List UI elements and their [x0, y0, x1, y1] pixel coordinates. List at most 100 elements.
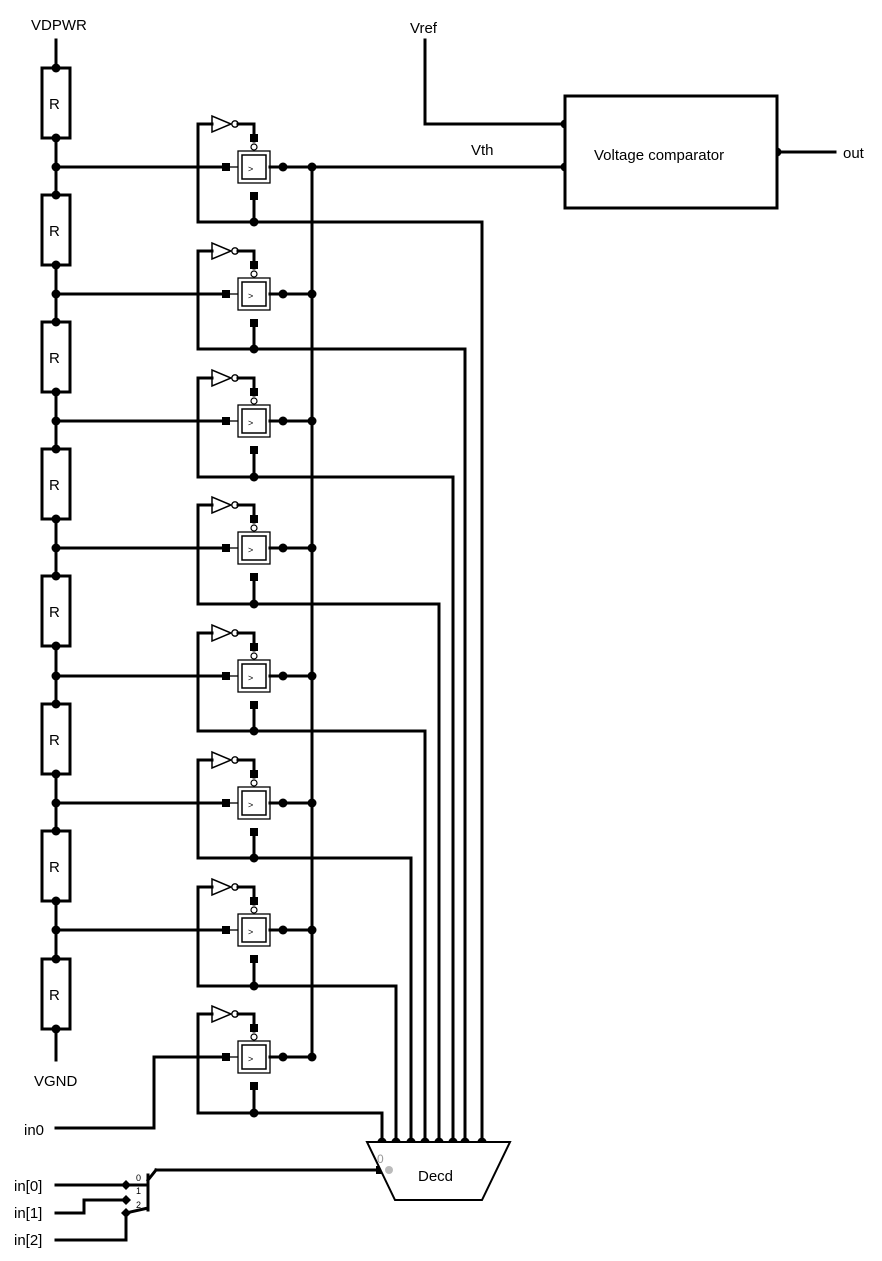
- resistor-label: R: [49, 477, 60, 494]
- inverter-triangle: [211, 750, 233, 770]
- out-label: out: [843, 145, 865, 162]
- vgnd-label: VGND: [34, 1073, 78, 1090]
- gate-output-node: [278, 162, 288, 172]
- wire-nets: [54, 38, 837, 1242]
- resistor-label: R: [49, 223, 60, 240]
- inverter-triangle: [211, 495, 233, 515]
- resistor-terminal: [51, 514, 61, 524]
- gate-output-node: [278, 671, 288, 681]
- select-line: [252, 1111, 384, 1144]
- gate-output-node: [278, 416, 288, 426]
- in-bit2-wire: [54, 1211, 128, 1242]
- transmission-gate-body: [241, 535, 267, 561]
- resistor: R: [40, 571, 72, 651]
- control-loop: [196, 758, 256, 860]
- resistor-terminal: [51, 1024, 61, 1034]
- transmission-gate-body: [241, 154, 267, 180]
- gate-pin-top: [250, 134, 258, 142]
- gate-bubble: [250, 779, 258, 787]
- in0-label: in0: [24, 1122, 44, 1139]
- resistor-terminal: [51, 571, 61, 581]
- vref-net: [423, 38, 567, 126]
- resistor-terminal: [51, 133, 61, 143]
- resistor-terminal: [51, 190, 61, 200]
- in-bit1-wire: [82, 1198, 128, 1215]
- inverter-triangle: [211, 114, 233, 134]
- resistor-label: R: [49, 350, 60, 367]
- resistor-label: R: [49, 987, 60, 1004]
- comparator-label: Voltage comparator: [594, 147, 724, 164]
- bus-tap-1: [121, 1195, 131, 1205]
- gate-output-node: [278, 925, 288, 935]
- inverter-triangle: [211, 368, 233, 388]
- resistor-terminal: [51, 769, 61, 779]
- control-loop: [196, 122, 256, 224]
- gate-bubble: [250, 906, 258, 914]
- gate-output-node: [278, 289, 288, 299]
- decoder: Decd 0: [365, 1141, 512, 1201]
- select-line: [252, 729, 427, 1144]
- gate-pin-top: [250, 897, 258, 905]
- gate-bubble: [250, 652, 258, 660]
- control-loop: [196, 249, 256, 351]
- control-loop: [196, 503, 256, 606]
- resistor-terminal: [51, 954, 61, 964]
- transmission-gate-array: >>>>>>>>: [51, 114, 487, 1147]
- resistor-body: [40, 829, 72, 903]
- transmission-gate-symbol: >: [248, 927, 253, 937]
- gate-pin-bottom: [250, 701, 258, 709]
- control-loop: [196, 376, 256, 479]
- resistor-terminal: [51, 444, 61, 454]
- resistor-terminal: [51, 896, 61, 906]
- resistor: R: [40, 317, 72, 397]
- switch-cell: >: [51, 495, 444, 1147]
- transmission-gate-symbol: >: [248, 673, 253, 683]
- resistor: R: [40, 826, 72, 906]
- transmission-gate-symbol: >: [248, 1054, 253, 1064]
- transmission-gate-symbol: >: [248, 545, 253, 555]
- tap-node: [51, 162, 61, 172]
- resistor-terminal: [51, 641, 61, 651]
- transmission-gate-body: [241, 790, 267, 816]
- transmission-gate-body: [241, 917, 267, 943]
- gate-pin-bottom: [250, 955, 258, 963]
- in-bit0-label: in[0]: [14, 1178, 42, 1195]
- in0-wire: [54, 1055, 228, 1130]
- decoder-zero-label: 0: [377, 1152, 384, 1166]
- resistor: R: [40, 954, 72, 1034]
- tap-node: [51, 798, 61, 808]
- tap-node: [51, 925, 61, 935]
- in-bit1-label: in[1]: [14, 1205, 42, 1222]
- transmission-gate-symbol: >: [248, 291, 253, 301]
- resistor-terminal: [51, 826, 61, 836]
- resistor-terminal: [51, 699, 61, 709]
- select-line: [252, 984, 398, 1144]
- resistor: R: [40, 699, 72, 779]
- bus-index-1: 1: [136, 1186, 141, 1196]
- bus-index-0: 0: [136, 1173, 141, 1183]
- control-loop: [196, 631, 256, 733]
- gate-output-node: [278, 1052, 288, 1062]
- tap-node: [51, 671, 61, 681]
- control-loop: [196, 1012, 256, 1115]
- gate-pin-bottom: [250, 1082, 258, 1090]
- gate-pin-bottom: [250, 573, 258, 581]
- select-line: [252, 602, 441, 1144]
- bus-index-2: 2: [136, 1200, 141, 1210]
- gate-pin-bottom: [250, 192, 258, 200]
- gate-bubble: [250, 143, 258, 151]
- tap-node: [51, 289, 61, 299]
- gate-pin-top: [250, 515, 258, 523]
- tap-node: [51, 543, 61, 553]
- inverter-triangle: [211, 877, 233, 897]
- transmission-gate-symbol: >: [248, 800, 253, 810]
- switch-cell: >: [51, 241, 470, 1147]
- gate-bubble: [250, 524, 258, 532]
- vref-label: Vref: [410, 20, 438, 37]
- control-loop: [196, 885, 256, 988]
- inverter-triangle: [211, 623, 233, 643]
- vth-label: Vth: [471, 142, 494, 159]
- select-line: [252, 220, 484, 1144]
